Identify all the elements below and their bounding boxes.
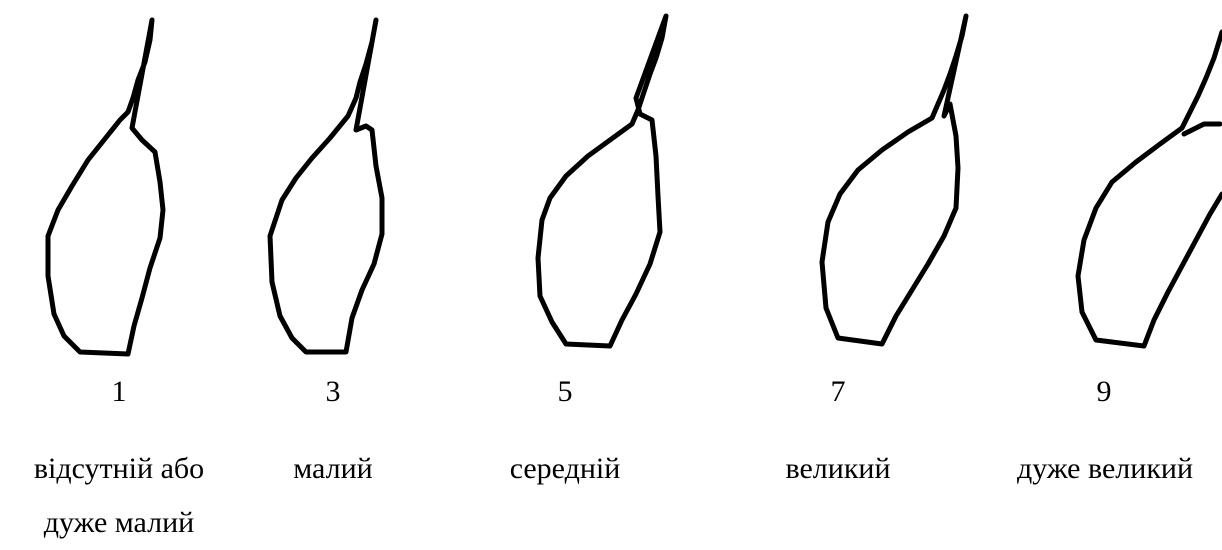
scale-label-1-line-1: відсутній або [4,442,234,496]
scale-label-5-line-1: середній [485,442,645,496]
scale-code-9: 9 [1089,374,1119,410]
scale-label-3: малий [263,442,403,496]
scale-label-7: великий [758,442,918,496]
leaf-outline-scale [0,0,1222,370]
scale-label-3-line-1: малий [263,442,403,496]
scale-label-5: середній [485,442,645,496]
scale-code-1: 1 [104,374,134,410]
scale-code-3: 3 [318,374,348,410]
leaf-outline-3 [270,20,382,352]
leaf-outline-1 [48,20,163,354]
leaf-outline-5 [538,16,666,346]
leaf-outline-9 [1078,32,1222,346]
scale-code-5: 5 [550,374,580,410]
scale-label-7-line-1: великий [758,442,918,496]
scale-code-7: 7 [823,374,853,410]
scale-label-1: відсутній або дуже малий [4,442,234,550]
leaf-outline-7 [822,16,966,344]
scale-label-1-line-2: дуже малий [4,496,234,550]
scale-label-9: дуже великий [994,442,1216,496]
scale-label-9-line-1: дуже великий [994,442,1216,496]
